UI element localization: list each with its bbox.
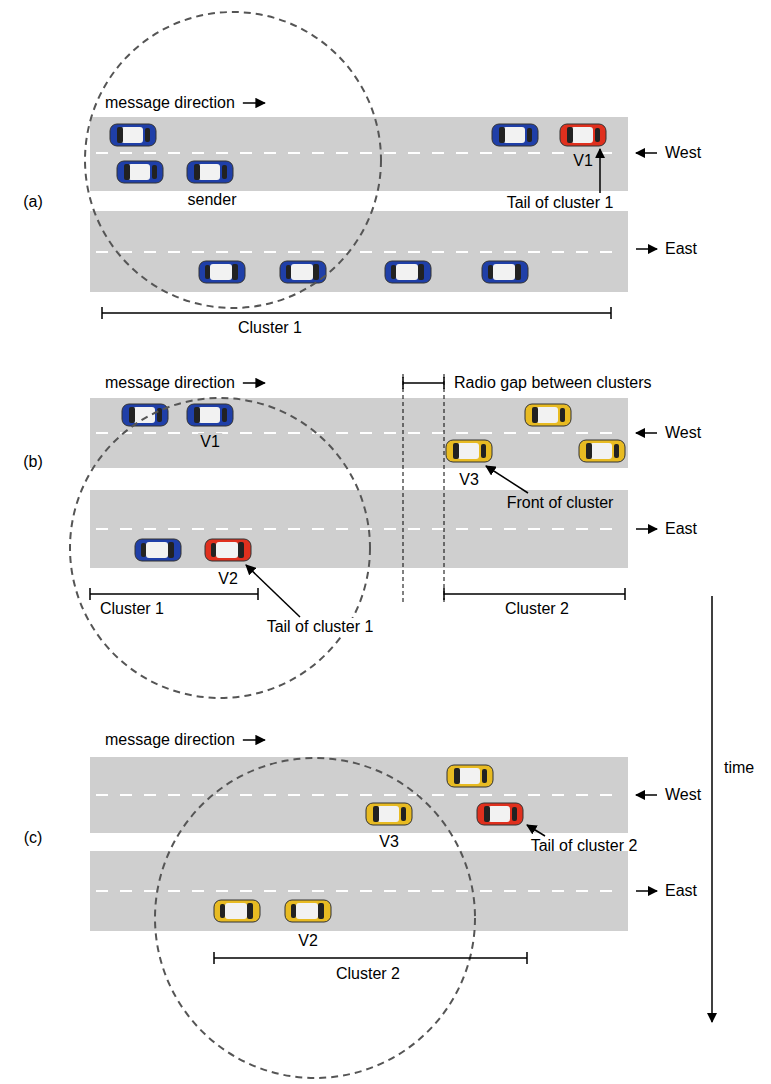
car	[205, 539, 251, 561]
callout-label: Tail of cluster 1	[265, 618, 376, 636]
direction-label: West	[663, 144, 703, 162]
extent-bracket	[444, 588, 625, 600]
direction-label: East	[663, 240, 699, 258]
axis-label: time	[722, 759, 756, 777]
car	[187, 161, 233, 183]
callout-label: Tail of cluster 1	[505, 194, 616, 212]
direction-label: East	[663, 520, 699, 538]
car	[285, 900, 331, 922]
message-direction-arrow	[243, 739, 265, 741]
direction-arrow	[636, 248, 657, 250]
direction-arrow	[636, 890, 657, 892]
lane-marking	[96, 152, 624, 154]
car	[117, 161, 163, 183]
lane-marking	[96, 890, 624, 892]
car	[492, 124, 538, 146]
road	[90, 211, 628, 292]
extent-bracket	[102, 307, 611, 319]
message-direction-arrow	[243, 382, 265, 384]
car	[135, 539, 181, 561]
gap-label: Radio gap between clusters	[452, 374, 653, 392]
car	[477, 803, 523, 825]
car	[385, 261, 431, 283]
car	[280, 261, 326, 283]
direction-label: East	[663, 882, 699, 900]
road	[90, 851, 628, 931]
vehicle-label: V2	[216, 570, 240, 588]
direction-label: West	[663, 424, 703, 442]
radio-gap-boundary	[403, 374, 444, 605]
vehicle-label: V1	[198, 433, 222, 451]
lane-marking	[96, 432, 624, 434]
message-direction-arrow	[243, 102, 265, 104]
vehicle-label: V1	[571, 152, 595, 170]
direction-arrow	[636, 432, 657, 434]
arrow	[246, 565, 300, 617]
vehicle-label: V3	[377, 833, 401, 851]
cluster-label: Cluster 1	[236, 319, 304, 337]
extent-bracket	[90, 588, 258, 600]
panel-letter: (b)	[21, 453, 45, 471]
car	[122, 404, 168, 426]
roads	[90, 117, 628, 931]
direction-label: message direction	[103, 94, 237, 112]
radio-range	[155, 758, 475, 1078]
car	[579, 440, 625, 462]
callout-label: Tail of cluster 2	[529, 837, 640, 855]
panel-letter: (c)	[22, 829, 45, 847]
cluster-label: Cluster 2	[334, 965, 402, 983]
direction-label: message direction	[103, 731, 237, 749]
arrow	[599, 149, 601, 193]
direction-arrow	[636, 794, 657, 796]
callout-label: Front of cluster	[505, 494, 616, 512]
panel-letter: (a)	[21, 193, 45, 211]
lane-marking	[96, 794, 624, 796]
arrow	[486, 466, 528, 493]
car	[110, 124, 156, 146]
road	[90, 117, 628, 191]
road	[90, 490, 628, 568]
car	[482, 261, 528, 283]
car	[366, 803, 412, 825]
direction-arrow	[636, 152, 657, 154]
direction-label: message direction	[103, 374, 237, 392]
lane-marking	[96, 528, 624, 530]
car	[525, 404, 571, 426]
extent-bracket	[214, 952, 527, 964]
car	[446, 440, 492, 462]
vehicle-label: V2	[296, 932, 320, 950]
radio-range	[85, 12, 381, 308]
radio-gap-bracket	[403, 377, 444, 389]
direction-arrow	[636, 528, 657, 530]
car	[199, 261, 245, 283]
lane-marking	[96, 251, 624, 253]
car	[447, 765, 493, 787]
cluster-label: Cluster 1	[98, 600, 166, 618]
time-axis	[711, 596, 713, 1022]
arrow	[527, 825, 545, 836]
car	[187, 404, 233, 426]
car	[214, 900, 260, 922]
road	[90, 398, 628, 468]
vehicle-label: V3	[457, 471, 481, 489]
road	[90, 757, 628, 833]
radio-range	[70, 398, 370, 698]
annotation-lines	[70, 12, 712, 1078]
cluster-label: Cluster 2	[503, 600, 571, 618]
car	[560, 124, 606, 146]
direction-label: West	[663, 786, 703, 804]
vehicle-label: sender	[186, 191, 239, 209]
